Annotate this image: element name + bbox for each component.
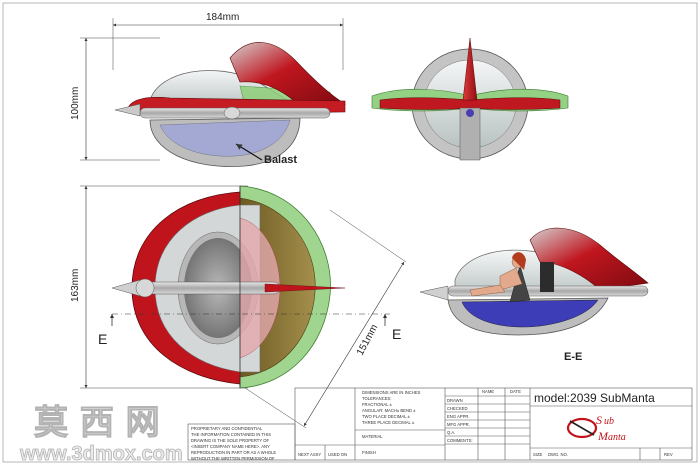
title-block: DIMENSIONS ARE IN INCHES TOLERANCES: FRA…: [294, 387, 693, 461]
prop-line-1: THE INFORMATION CONTAINED IN THIS: [191, 432, 271, 437]
row-eng-appr: ENG APPR.: [447, 414, 470, 419]
dim-height: 100mm: [70, 37, 160, 161]
used-on: USED ON: [328, 452, 347, 457]
prop-line-4: REPRODUCTION IN PART OR AS A WHOLE: [191, 450, 276, 455]
dim-width: 163mm: [70, 185, 248, 389]
size-label: SIZE: [533, 452, 543, 457]
ballast-callout: Balast: [235, 143, 297, 166]
tol-line-2: FRACTIONAL ±: [362, 402, 393, 407]
prop-line-2: DRAWING IS THE SOLE PROPERTY OF: [191, 438, 269, 443]
row-drawn: DRAWN: [447, 398, 463, 403]
tol-line-0: DIMENSIONS ARE IN INCHES: [362, 390, 421, 395]
ballast-label: Balast: [264, 154, 297, 166]
watermark-url: www.3dmox.com: [19, 443, 183, 465]
dim-width-label: 163mm: [70, 269, 81, 302]
logo-m: M: [597, 429, 609, 443]
prop-line-3: <INSERT COMPANY NAME HERE>. ANY: [191, 444, 270, 449]
tol-line-3: ANGULAR: MACH± BEND ±: [362, 408, 416, 413]
section-marker-left: E: [98, 331, 107, 347]
next-assy: NEXT ASSY: [298, 452, 321, 457]
dim-height-label: 100mm: [70, 87, 81, 120]
section-marker-right: E: [392, 326, 401, 342]
model-title: model:2039 SubManta: [534, 391, 655, 405]
dim-length: 184mm: [112, 12, 344, 70]
section-view-label: E-E: [564, 351, 582, 363]
proprietary-block: PROPRIETARY AND CONFIDENTIAL THE INFORMA…: [187, 423, 296, 461]
dim-length-label: 184mm: [206, 12, 239, 23]
section-view-ee: E-E: [419, 227, 649, 363]
row-qa: Q.A.: [447, 430, 455, 435]
front-view: [371, 37, 569, 161]
logo-s: S: [596, 413, 602, 427]
col-name: NAME: [482, 389, 494, 394]
row-checked: CHECKED: [447, 406, 467, 411]
prop-line-0: PROPRIETARY AND CONFIDENTIAL: [191, 426, 263, 431]
col-date: DATE: [510, 389, 521, 394]
material-label: MATERIAL: [362, 434, 383, 439]
tol-line-5: THREE PLACE DECIMAL ±: [362, 420, 415, 425]
logo-anta: anta: [608, 432, 626, 443]
prop-line-5: WITHOUT THE WRITTEN PERMISSION OF: [191, 456, 275, 461]
row-mfg-appr: MFG APPR.: [447, 422, 470, 427]
logo-ub: ub: [604, 416, 614, 427]
row-comments: COMMENTS:: [447, 438, 473, 443]
tol-line-4: TWO PLACE DECIMAL ±: [362, 414, 410, 419]
tol-line-1: TOLERANCES:: [362, 396, 391, 401]
section-line: E E: [98, 313, 401, 347]
submanta-logo: S ub M anta: [566, 413, 626, 443]
side-view: [114, 42, 347, 167]
rev-label: REV: [664, 452, 673, 457]
finish-label: FINISH: [362, 450, 376, 455]
dwg-no-label: DWG. NO.: [548, 452, 568, 457]
watermark-chinese: 莫 西 网: [34, 403, 160, 443]
watermark: 莫 西 网 www.3dmox.com: [19, 403, 183, 465]
